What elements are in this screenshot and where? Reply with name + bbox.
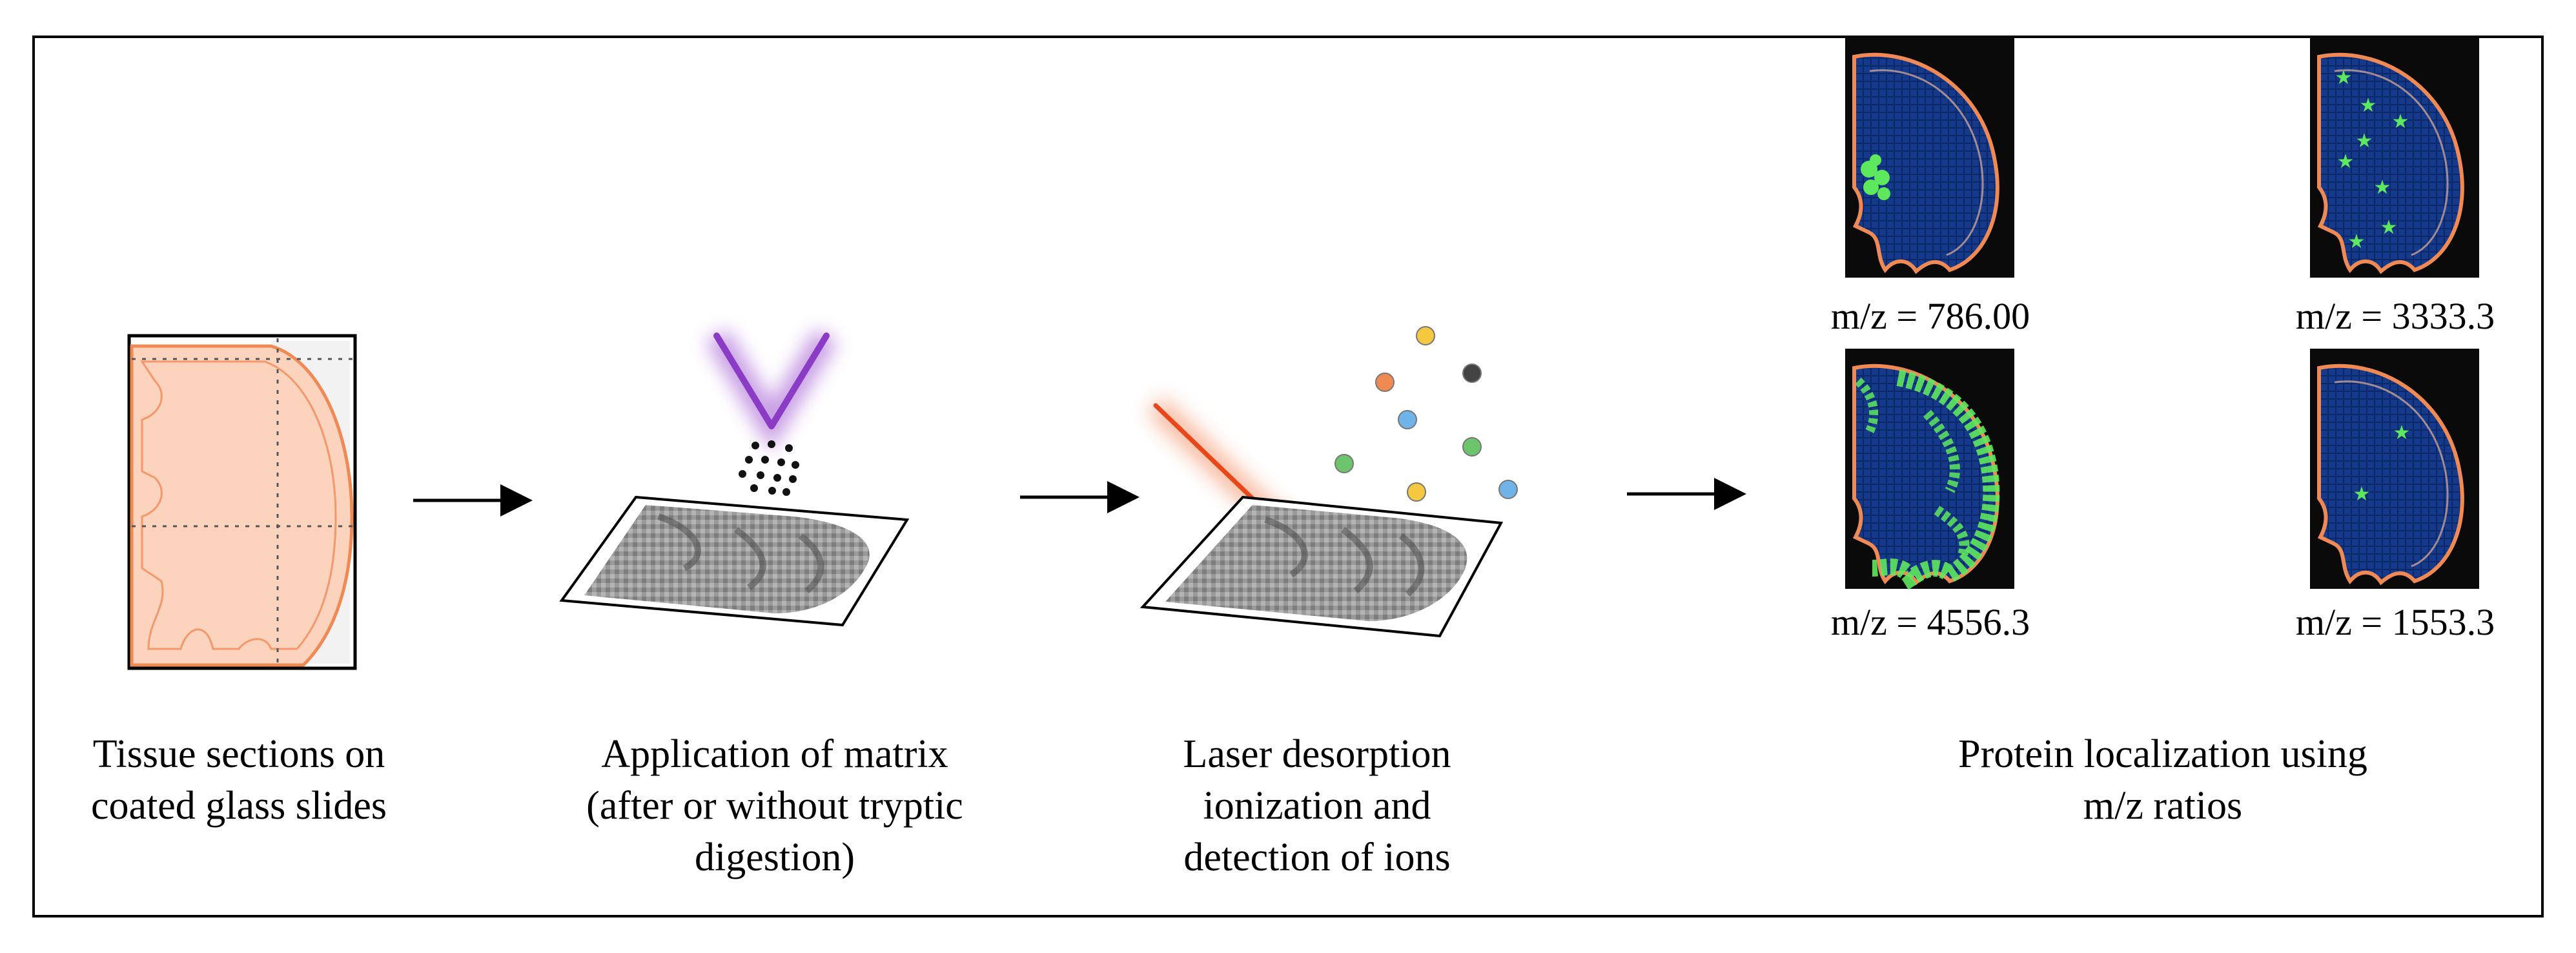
matrix-sprayer-icon bbox=[705, 329, 838, 451]
caption-step-2-line-3: digestion) bbox=[695, 835, 855, 879]
ion-dot bbox=[1416, 326, 1435, 345]
ion-dot bbox=[1334, 454, 1354, 473]
ion-dot bbox=[1462, 437, 1482, 456]
figure-frame bbox=[32, 36, 2544, 917]
matrix-droplets-icon bbox=[739, 440, 799, 496]
svg-text:★: ★ bbox=[2380, 216, 2398, 239]
tissue-slide-laser-icon bbox=[1140, 495, 1504, 638]
svg-text:★: ★ bbox=[2335, 67, 2353, 89]
caption-step-3: Laser desorption ionization and detectio… bbox=[1123, 728, 1511, 883]
svg-text:★: ★ bbox=[2360, 94, 2377, 117]
ions-cloud bbox=[1334, 326, 1518, 502]
caption-step-1-line-2: coated glass slides bbox=[90, 784, 387, 828]
svg-text:★: ★ bbox=[2374, 176, 2391, 199]
mz-label-1553: m/z = 1553.3 bbox=[2295, 601, 2495, 643]
mz-label-4556: m/z = 4556.3 bbox=[1830, 601, 2030, 643]
ion-dot bbox=[1375, 373, 1395, 392]
caption-step-4: Protein localization using m/z ratios bbox=[1872, 728, 2453, 832]
caption-step-3-line-2: ionization and bbox=[1203, 784, 1431, 828]
caption-step-1-line-1: Tissue sections on bbox=[92, 732, 385, 776]
ion-dot bbox=[1407, 482, 1426, 502]
ion-image-4556 bbox=[1845, 349, 2014, 590]
caption-step-4-line-1: Protein localization using bbox=[1958, 732, 2367, 776]
caption-step-3-line-3: detection of ions bbox=[1183, 835, 1451, 879]
caption-step-2-line-1: Application of matrix bbox=[601, 732, 948, 776]
caption-step-1: Tissue sections on coated glass slides bbox=[45, 728, 433, 832]
ion-dot bbox=[1462, 364, 1482, 383]
svg-text:★: ★ bbox=[2393, 422, 2411, 444]
mz-label-786: m/z = 786.00 bbox=[1830, 295, 2030, 337]
svg-text:★: ★ bbox=[2392, 110, 2409, 133]
tissue-slide-icon bbox=[127, 334, 357, 670]
caption-step-4-line-2: m/z ratios bbox=[2083, 784, 2243, 828]
svg-text:★: ★ bbox=[2353, 483, 2371, 506]
ion-image-786 bbox=[1845, 37, 2014, 278]
caption-step-2-line-2: (after or without tryptic bbox=[586, 784, 963, 828]
ion-dot bbox=[1498, 480, 1518, 499]
tissue-slide-matrix-icon bbox=[559, 495, 910, 627]
mz-label-3333: m/z = 3333.3 bbox=[2295, 295, 2495, 337]
svg-text:★: ★ bbox=[2348, 231, 2366, 253]
svg-text:★: ★ bbox=[2337, 150, 2355, 173]
caption-step-3-line-1: Laser desorption bbox=[1183, 732, 1451, 776]
svg-text:★: ★ bbox=[2356, 130, 2373, 152]
caption-step-2: Application of matrix (after or without … bbox=[568, 728, 981, 883]
ion-image-1553: ★★ bbox=[2310, 349, 2479, 589]
ion-image-3333: ★★★ ★★★ ★★ bbox=[2310, 37, 2479, 278]
ion-dot bbox=[1398, 410, 1417, 429]
